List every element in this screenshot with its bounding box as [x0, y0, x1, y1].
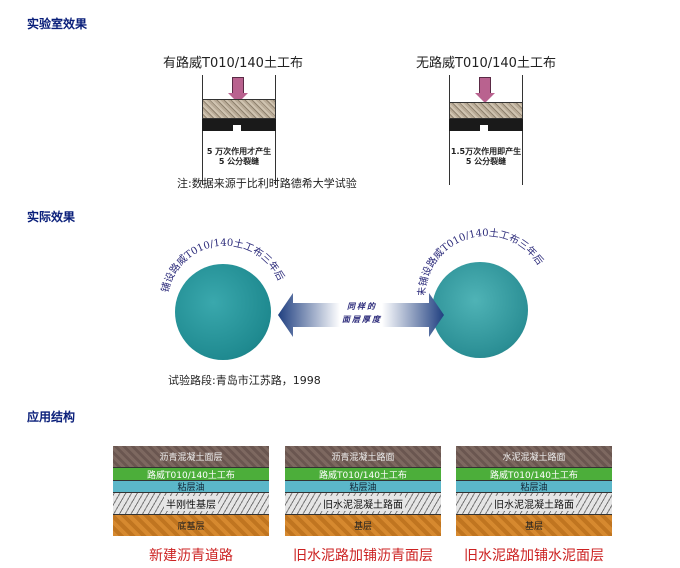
section-title-application: 应用结构 — [27, 410, 76, 424]
structure-layer: 底基层 — [113, 515, 269, 536]
structure-caption: 旧水泥路加铺沥青面层 — [293, 548, 433, 564]
section-title-actual: 实际效果 — [27, 210, 76, 224]
structure-diagram: 水泥混凝土路面路威T010/140土工布粘层油旧水泥混凝土路面基层 — [456, 446, 612, 536]
structure-layer: 路威T010/140土工布 — [285, 468, 441, 481]
structure-layer: 基层 — [285, 515, 441, 536]
structure-layer: 基层 — [456, 515, 612, 536]
center-text-2: 面层厚度 — [342, 314, 382, 324]
structure-layer: 粘层油 — [456, 481, 612, 493]
structure-layer: 旧水泥混凝土路面 — [456, 493, 612, 515]
road-photo-without-geotextile — [432, 262, 528, 358]
layer-label: 旧水泥混凝土路面 — [321, 496, 405, 511]
layer-label: 基层 — [353, 522, 372, 532]
layer-label: 路威T010/140土工布 — [490, 470, 578, 481]
layer-label: 粘层油 — [349, 483, 377, 493]
layer-label: 沥青混凝土路面 — [331, 453, 395, 463]
lab-right-note-1: 1.5万次作用即产生 — [450, 147, 522, 156]
structure-caption: 旧水泥路加铺水泥面层 — [464, 548, 604, 564]
road-photo-with-geotextile — [175, 264, 271, 360]
structure-layer: 水泥混凝土路面 — [456, 446, 612, 468]
lab-right-note-2: 5 公分裂缝 — [465, 157, 507, 166]
structure-caption: 新建沥青道路 — [149, 548, 233, 564]
layer-label: 粘层油 — [177, 483, 205, 493]
layer-label: 路威T010/140土工布 — [319, 470, 407, 481]
lab-caption: 注:数据来源于比利时路德希大学试验 — [177, 177, 357, 190]
layer-label: 路威T010/140土工布 — [147, 470, 235, 481]
layer-label: 底基层 — [177, 522, 205, 532]
actual-caption: 试验路段:青岛市江苏路，1998 — [168, 374, 321, 387]
layer-label: 旧水泥混凝土路面 — [492, 496, 576, 511]
layer-label: 水泥混凝土路面 — [502, 453, 566, 463]
structure-layer: 路威T010/140土工布 — [456, 468, 612, 481]
lab-right-title: 无路威T010/140土工布 — [416, 56, 556, 71]
section-title-lab: 实验室效果 — [27, 17, 88, 31]
structure-diagram: 沥青混凝土面层路威T010/140土工布粘层油半刚性基层底基层 — [113, 446, 269, 536]
layer-label: 粘层油 — [520, 483, 548, 493]
lab-left-note-1: 5 万次作用才产生 — [206, 147, 272, 156]
structure-layer: 路威T010/140土工布 — [113, 468, 269, 481]
structure-layer: 沥青混凝土路面 — [285, 446, 441, 468]
structure-layer: 粘层油 — [113, 481, 269, 493]
center-text-1: 同样的 — [347, 301, 377, 311]
structure-layer: 沥青混凝土面层 — [113, 446, 269, 468]
lab-left-diagram: 5 万次作用才产生 5 公分裂缝 — [202, 75, 276, 185]
structure-layer: 旧水泥混凝土路面 — [285, 493, 441, 515]
layer-label: 基层 — [524, 522, 543, 532]
structure-diagram: 沥青混凝土路面路威T010/140土工布粘层油旧水泥混凝土路面基层 — [285, 446, 441, 536]
layer-label: 沥青混凝土面层 — [159, 453, 223, 463]
lab-right-diagram: 1.5万次作用即产生 5 公分裂缝 — [449, 75, 523, 185]
lab-left-title: 有路威T010/140土工布 — [163, 56, 303, 71]
lab-left-note-2: 5 公分裂缝 — [218, 157, 260, 166]
structure-layer: 半刚性基层 — [113, 493, 269, 515]
structure-layer: 粘层油 — [285, 481, 441, 493]
comparison-arrows-icon — [278, 293, 444, 337]
layer-label: 半刚性基层 — [164, 496, 218, 511]
